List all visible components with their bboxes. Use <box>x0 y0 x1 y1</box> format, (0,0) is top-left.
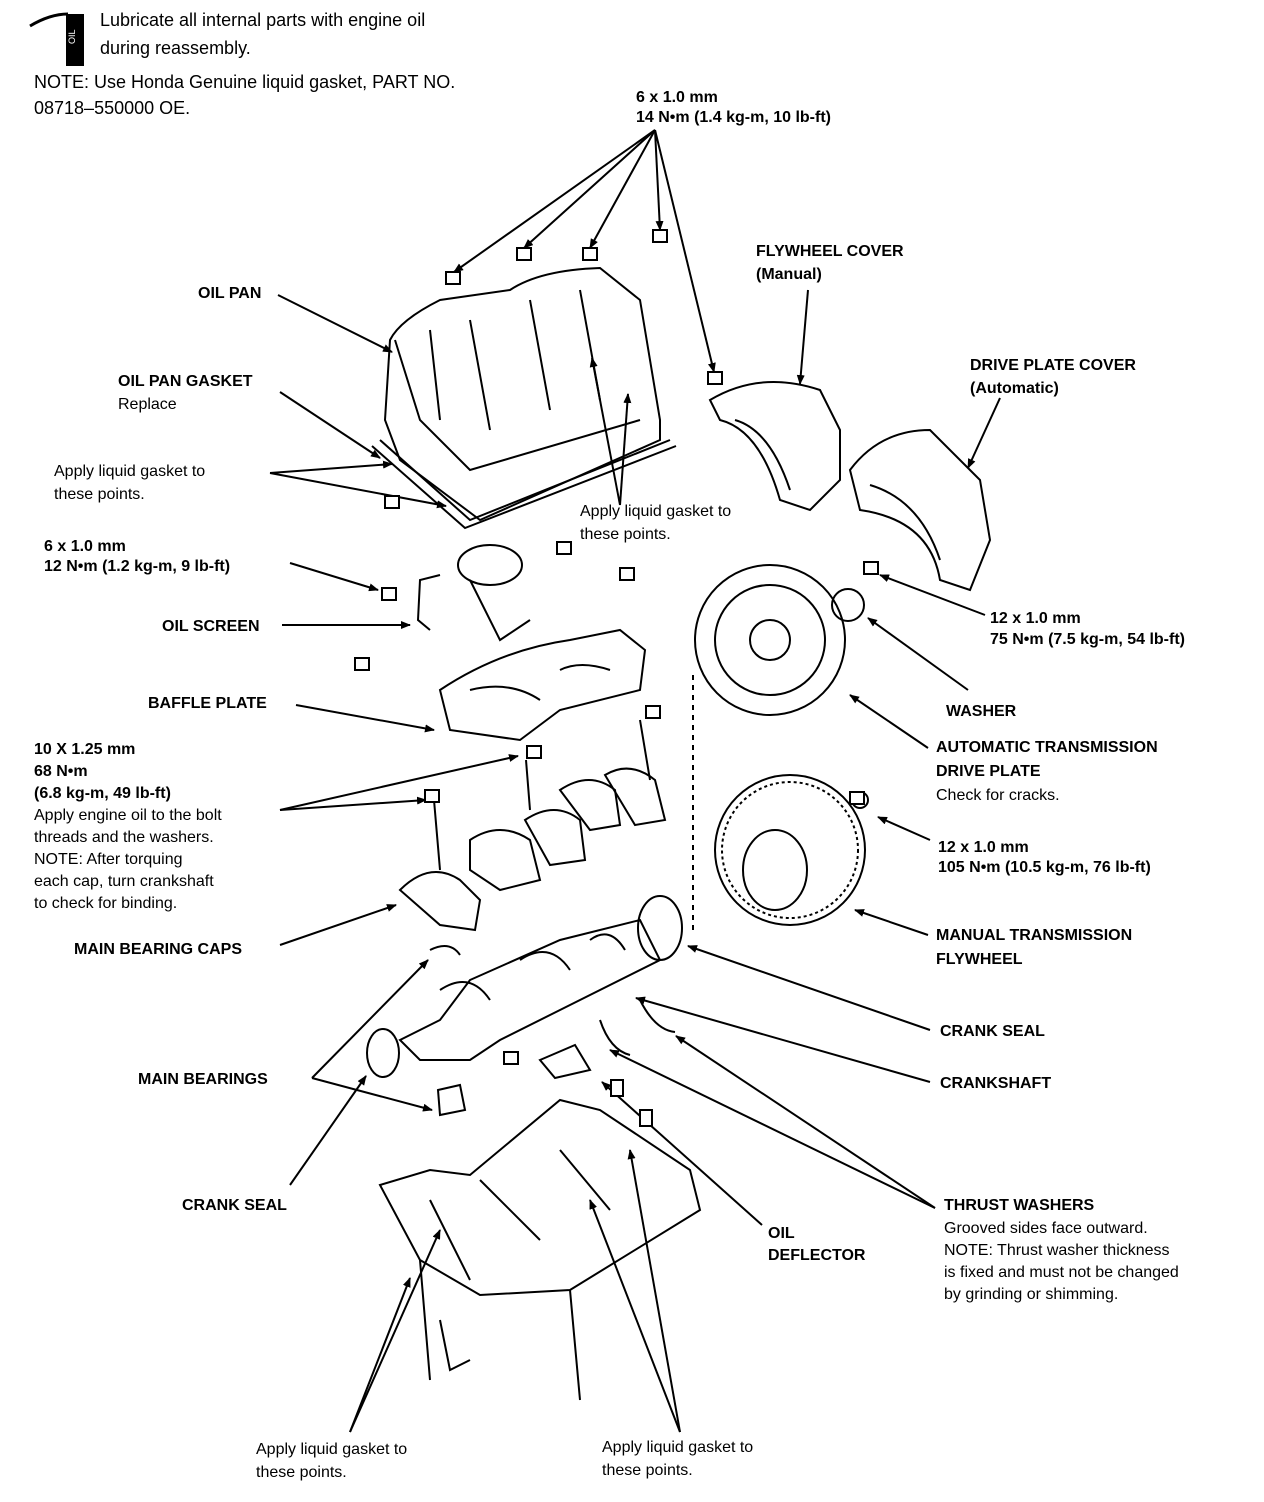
auto-drive-plate-note: Check for cracks. <box>936 787 1060 804</box>
main-cap-bolt-torque-alt: (6.8 kg-m, 49 lb-ft) <box>34 785 171 802</box>
main-bearings-label: MAIN BEARINGS <box>138 1071 268 1088</box>
washer-label: WASHER <box>946 703 1017 720</box>
thrust-washers-note-2: NOTE: Thrust washer thickness <box>944 1242 1170 1259</box>
thrust-washers-label: THRUST WASHERS <box>944 1197 1095 1214</box>
oil-screen-drawing <box>416 544 531 642</box>
oil-screen-label: OIL SCREEN <box>162 618 260 635</box>
oil-pan-label: OIL PAN <box>198 285 262 302</box>
baffle-plate-label: BAFFLE PLATE <box>148 695 267 712</box>
main-cap-bolt-torque: 68 N•m <box>34 763 88 780</box>
crankshaft-label: CRANKSHAFT <box>940 1075 1052 1092</box>
flywheel-cover-sub: (Manual) <box>756 266 822 283</box>
drive-plate-cover-drawing <box>848 428 992 592</box>
bolts-drawing <box>354 229 879 1127</box>
auto-drive-plate-label-2: DRIVE PLATE <box>936 763 1041 780</box>
main-cap-bolt-note-5: to check for binding. <box>34 895 178 912</box>
main-cap-bolt-note-1: Apply engine oil to the bolt <box>34 807 222 824</box>
apply-gasket-bottom-left-line-1: Apply liquid gasket to <box>256 1441 408 1458</box>
oil-pan-gasket-label: OIL PAN GASKET <box>118 373 253 390</box>
engine-block-drawing <box>378 1098 702 1401</box>
apply-gasket-left-line-2: these points. <box>54 486 145 503</box>
drive-plate-bolt-torque: 75 N•m (7.5 kg-m, 54 lb-ft) <box>990 631 1185 648</box>
apply-gasket-bottom-right-line-2: these points. <box>602 1462 693 1479</box>
main-cap-bolt-note-2: threads and the washers. <box>34 829 214 846</box>
baffle-plate-drawing <box>438 628 647 742</box>
manual-flywheel-label-1: MANUAL TRANSMISSION <box>936 927 1133 944</box>
gasket-note-line-2: 08718–550000 OE. <box>34 98 191 118</box>
thrust-washers-note-4: by grinding or shimming. <box>944 1286 1119 1303</box>
crankshaft-drawing <box>366 895 683 1078</box>
oil-pan-bolt-torque: 14 N•m (1.4 kg-m, 10 lb-ft) <box>636 109 831 126</box>
apply-gasket-bottom-left-line-2: these points. <box>256 1464 347 1481</box>
oil-pan-drawing <box>371 266 677 530</box>
oil-pan-gasket-sub: Replace <box>118 396 177 413</box>
main-cap-bolt-note-4: each cap, turn crankshaft <box>34 873 214 890</box>
lubricate-note-line-1: Lubricate all internal parts with engine… <box>100 10 426 30</box>
flywheel-cover-label: FLYWHEEL COVER <box>756 243 904 260</box>
auto-drive-plate-label-1: AUTOMATIC TRANSMISSION <box>936 739 1158 756</box>
oil-pan-bolt-size: 6 x 1.0 mm <box>636 89 718 106</box>
drive-plate-drawing <box>694 564 865 716</box>
main-cap-bolt-size: 10 X 1.25 mm <box>34 741 136 758</box>
lubricate-note-line-2: during reassembly. <box>100 38 251 58</box>
manual-flywheel-drawing <box>714 774 869 926</box>
thrust-washers-note-1: Grooved sides face outward. <box>944 1220 1148 1237</box>
oil-screen-bolt-size: 6 x 1.0 mm <box>44 538 126 555</box>
drive-plate-cover-sub: (Automatic) <box>970 380 1059 397</box>
drive-plate-cover-label: DRIVE PLATE COVER <box>970 357 1136 374</box>
apply-gasket-center-line-1: Apply liquid gasket to <box>580 503 732 520</box>
main-bearing-caps-drawing <box>398 719 667 932</box>
bearings-drawing <box>429 945 676 1117</box>
thrust-washers-note-3: is fixed and must not be changed <box>944 1264 1179 1281</box>
crank-seal-right-label: CRANK SEAL <box>940 1023 1045 1040</box>
main-cap-bolt-note-3: NOTE: After torquing <box>34 851 183 868</box>
flywheel-bolt-torque: 105 N•m (10.5 kg-m, 76 lb-ft) <box>938 859 1151 876</box>
oil-can-icon: OIL <box>29 12 84 66</box>
oil-deflector-label-2: DEFLECTOR <box>768 1247 866 1264</box>
apply-gasket-left-line-1: Apply liquid gasket to <box>54 463 206 480</box>
oil-screen-bolt-torque: 12 N•m (1.2 kg-m, 9 lb-ft) <box>44 558 231 575</box>
oil-deflector-label-1: OIL <box>768 1225 795 1242</box>
apply-gasket-center-line-2: these points. <box>580 526 671 543</box>
gasket-note-line-1: NOTE: Use Honda Genuine liquid gasket, P… <box>34 72 456 92</box>
manual-flywheel-label-2: FLYWHEEL <box>936 951 1023 968</box>
flywheel-bolt-size: 12 x 1.0 mm <box>938 839 1029 856</box>
apply-gasket-bottom-right-line-1: Apply liquid gasket to <box>602 1439 754 1456</box>
main-bearing-caps-label: MAIN BEARING CAPS <box>74 941 243 958</box>
crank-seal-left-label: CRANK SEAL <box>182 1197 287 1214</box>
drive-plate-bolt-size: 12 x 1.0 mm <box>990 610 1081 627</box>
flywheel-cover-drawing <box>708 381 841 512</box>
svg-text:OIL: OIL <box>67 29 77 44</box>
oil-deflector-drawing <box>538 1043 592 1080</box>
